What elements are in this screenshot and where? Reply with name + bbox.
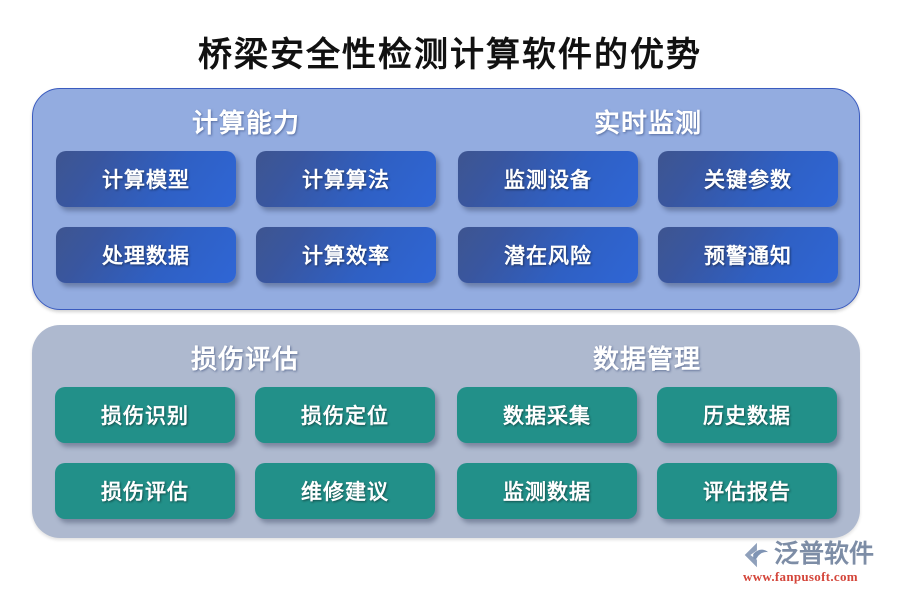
chip-process-data[interactable]: 处理数据 (56, 227, 236, 283)
chip-damage-location[interactable]: 损伤定位 (255, 387, 435, 443)
chip-grid-realtime: 监测设备 关键参数 潜在风险 预警通知 (443, 151, 853, 283)
chip-damage-assessment[interactable]: 损伤评估 (55, 463, 235, 519)
chip-historical-data[interactable]: 历史数据 (657, 387, 837, 443)
chip-compute-algorithm[interactable]: 计算算法 (256, 151, 436, 207)
section-realtime: 实时监测 监测设备 关键参数 潜在风险 预警通知 (443, 89, 853, 309)
chip-grid-data: 数据采集 历史数据 监测数据 评估报告 (442, 387, 852, 519)
section-title-realtime: 实时监测 (593, 109, 702, 138)
chip-key-parameters[interactable]: 关键参数 (658, 151, 838, 207)
logo-row: 泛普软件 (741, 538, 886, 572)
section-title-data: 数据管理 (592, 345, 701, 374)
chip-assessment-report[interactable]: 评估报告 (657, 463, 837, 519)
logo-url: www.fanpusoft.com (743, 569, 858, 584)
section-data: 数据管理 数据采集 历史数据 监测数据 评估报告 (442, 325, 852, 538)
page-title: 桥梁安全性检测计算软件的优势 (198, 37, 702, 74)
chip-repair-suggestion[interactable]: 维修建议 (255, 463, 435, 519)
chip-monitoring-data[interactable]: 监测数据 (457, 463, 637, 519)
chip-grid-damage: 损伤识别 损伤定位 损伤评估 维修建议 (40, 387, 450, 519)
section-damage: 损伤评估 损伤识别 损伤定位 损伤评估 维修建议 (40, 325, 450, 538)
chip-compute-efficiency[interactable]: 计算效率 (256, 227, 436, 283)
chip-compute-model[interactable]: 计算模型 (56, 151, 236, 207)
chip-alert-notification[interactable]: 预警通知 (658, 227, 838, 283)
chip-data-collection[interactable]: 数据采集 (457, 387, 637, 443)
brand-logo[interactable]: 泛普软件 www.fanpusoft.com (741, 538, 886, 590)
section-compute: 计算能力 计算模型 计算算法 处理数据 计算效率 (41, 89, 451, 309)
section-title-damage: 损伤评估 (190, 345, 299, 374)
panel-damage-data: 损伤评估 损伤识别 损伤定位 损伤评估 维修建议 数据管理 数据采集 历史数据 … (32, 325, 860, 538)
chip-grid-compute: 计算模型 计算算法 处理数据 计算效率 (41, 151, 451, 283)
chip-monitoring-device[interactable]: 监测设备 (458, 151, 638, 207)
panel-capability-monitoring: 计算能力 计算模型 计算算法 处理数据 计算效率 实时监测 监测设备 关键参数 … (32, 88, 860, 310)
section-title-compute: 计算能力 (191, 109, 300, 138)
logo-wordmark: 泛普软件 (774, 541, 875, 568)
chip-potential-risk[interactable]: 潜在风险 (458, 227, 638, 283)
fanpu-swoosh-icon (741, 540, 771, 570)
chip-damage-identification[interactable]: 损伤识别 (55, 387, 235, 443)
